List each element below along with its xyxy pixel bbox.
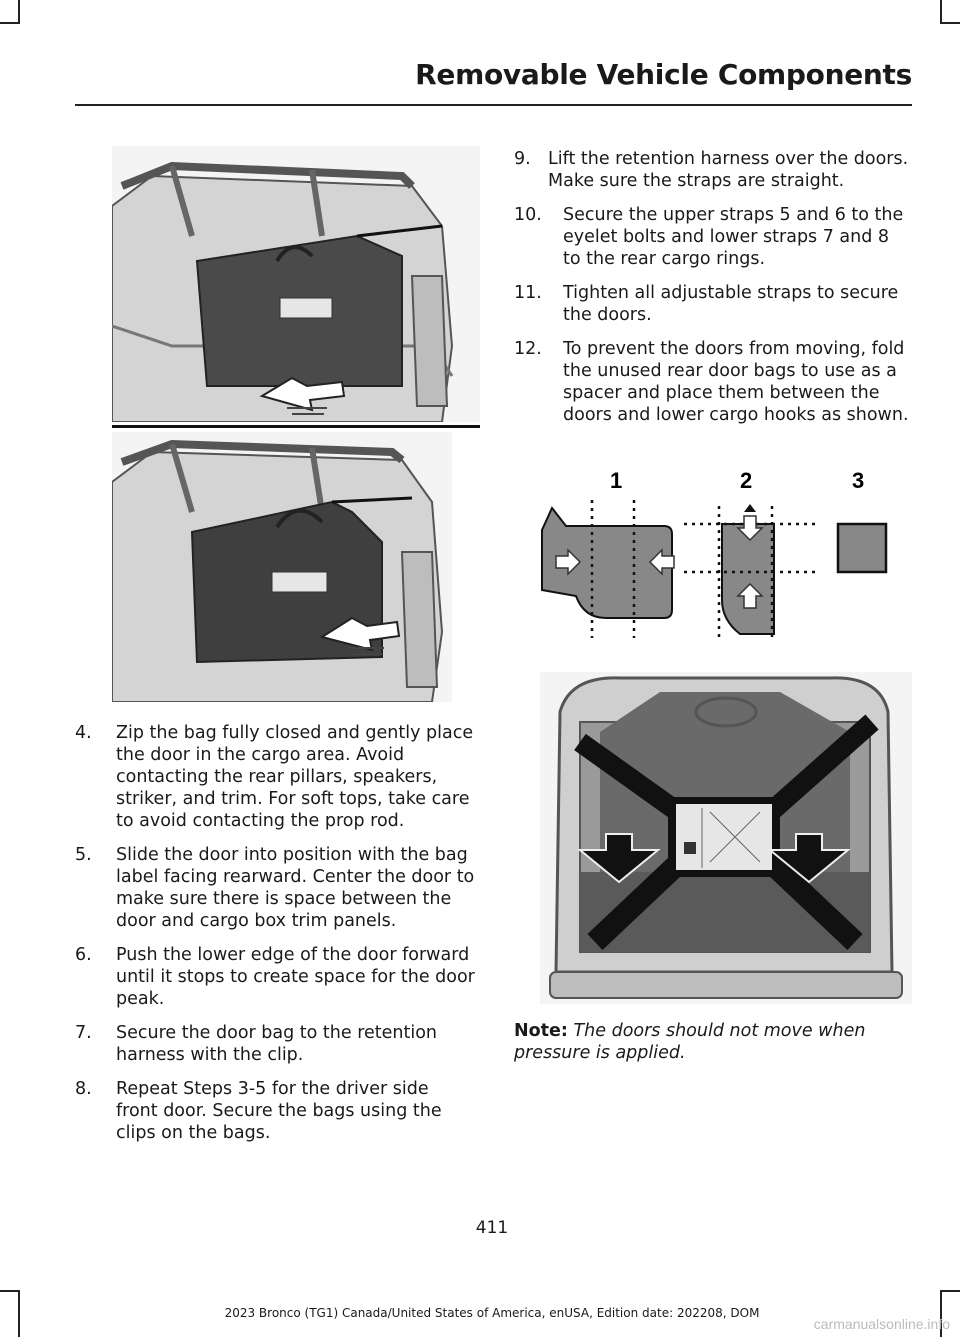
callout-label-1: 1 [610,468,622,493]
crop-mark-top-right-v [940,0,942,24]
page-title: Removable Vehicle Components [415,58,912,91]
title-rule [75,104,912,106]
crop-mark-top-left-v [18,0,20,24]
step-text: Push the lower edge of the door forward … [116,945,475,1009]
step-text: Slide the door into position with the ba… [116,845,475,931]
note-text: The doors should not move when pressure … [514,1021,866,1063]
step-item: 9. Lift the retention harness over the d… [514,148,910,192]
step-number: 7. [75,1023,92,1043]
step-item: 10. Secure the upper straps 5 and 6 to t… [514,204,910,270]
callout-label-3: 3 [852,468,864,493]
step-number: 4. [75,723,92,743]
step-item: 11. Tighten all adjustable straps to sec… [514,282,910,326]
left-step-list: 4. Zip the bag fully closed and gently p… [75,722,475,1156]
crop-mark-top-left-h [0,22,20,24]
step-item: 8. Repeat Steps 3-5 for the driver side … [75,1078,475,1144]
step-text: Lift the retention harness over the door… [548,149,909,191]
watermark: carmanualsonline.info [813,1316,950,1332]
crop-mark-bottom-left-v [18,1290,20,1337]
crop-mark-bottom-right-h [940,1290,960,1292]
rear-view-illustration [540,672,912,1004]
step-number: 5. [75,845,92,865]
page-number: 411 [475,1218,509,1238]
footer-edition: 2023 Bronco (TG1) Canada/United States o… [224,1306,760,1320]
step-text: To prevent the doors from moving, fold t… [563,339,909,425]
step-number: 11. [514,283,542,303]
figure-door-bag-placement [112,146,480,422]
figure-separator [112,425,480,428]
step-text: Tighten all adjustable straps to secure … [563,283,899,325]
step-text: Repeat Steps 3-5 for the driver side fro… [116,1079,442,1143]
note-paragraph: Note: The doors should not move when pre… [514,1020,914,1064]
step-text: Secure the door bag to the retention har… [116,1023,438,1065]
step-number: 9. [514,149,531,169]
crop-mark-bottom-right-v [940,1290,942,1337]
step-item: 6. Push the lower edge of the door forwa… [75,944,475,1010]
vehicle-illustration [112,146,480,422]
figure-spacer-fold-diagram: 1 2 3 [514,460,914,640]
step-text: Zip the bag fully closed and gently plac… [116,723,474,831]
figure-door-slide-position [112,432,452,702]
step-item: 7. Secure the door bag to the retention … [75,1022,475,1066]
vehicle-illustration-2 [112,432,452,702]
crop-mark-top-right-h [940,22,960,24]
fold-diagram: 1 2 3 [541,468,888,638]
figure-retention-harness-rear-view [540,672,912,1004]
step-number: 6. [75,945,92,965]
callout-label-2: 2 [740,468,752,493]
step-item: 4. Zip the bag fully closed and gently p… [75,722,475,832]
step-item: 12. To prevent the doors from moving, fo… [514,338,910,426]
step-number: 8. [75,1079,92,1099]
step-number: 10. [514,205,542,225]
crop-mark-bottom-left-h [0,1290,20,1292]
step-text: Secure the upper straps 5 and 6 to the e… [563,205,904,269]
step-item: 5. Slide the door into position with the… [75,844,475,932]
step-number: 12. [514,339,542,359]
right-step-list: 9. Lift the retention harness over the d… [514,148,910,438]
note-label: Note: [514,1021,568,1041]
